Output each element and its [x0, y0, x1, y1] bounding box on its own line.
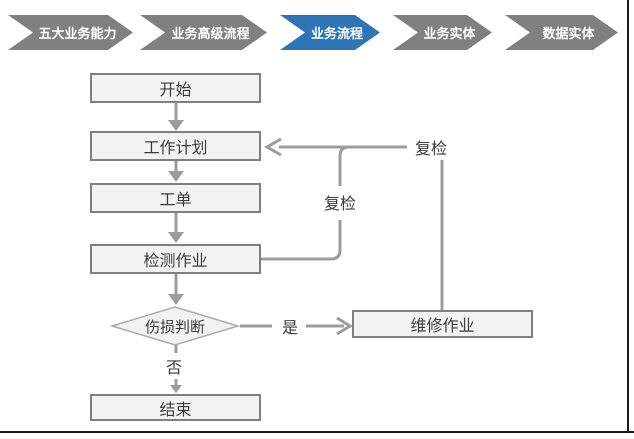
edge-inspect-recheck-upper — [338, 145, 350, 186]
edge-inspect-recheck-lower — [261, 220, 342, 261]
arrowhead-down-icon — [168, 171, 184, 182]
flow-node-start: 开始 — [90, 73, 261, 103]
arrowhead-down-icon — [168, 294, 184, 305]
decision-diamond-shape — [109, 306, 241, 346]
flow-node-repair-job: 维修作业 — [352, 310, 533, 338]
flow-node-work-order: 工单 — [90, 183, 261, 213]
edge-label-recheck-outer: 复检 — [407, 134, 455, 160]
flow-node-inspection-job: 检测作业 — [90, 244, 261, 274]
arrowhead-down-icon — [168, 120, 184, 131]
breadcrumb-step-data-entity[interactable]: 数据实体 — [505, 15, 618, 50]
flow-node-damage-decision: 伤损判断 — [144, 317, 205, 336]
slide-frame-right-border — [627, 0, 629, 433]
arrowhead-open-right-icon — [336, 316, 353, 336]
arrowhead-open-left-icon — [263, 137, 282, 157]
edge-label-no: 否 — [161, 353, 187, 379]
edge-label-yes: 是 — [277, 313, 303, 339]
arrowhead-down-icon — [168, 232, 184, 243]
flow-node-work-plan: 工作计划 — [90, 131, 261, 161]
slide-frame-bottom-border — [0, 431, 634, 433]
edge-label-recheck-inner: 复检 — [316, 189, 364, 215]
flow-node-end: 结束 — [90, 394, 261, 421]
arrowhead-down-small-icon — [170, 385, 182, 393]
